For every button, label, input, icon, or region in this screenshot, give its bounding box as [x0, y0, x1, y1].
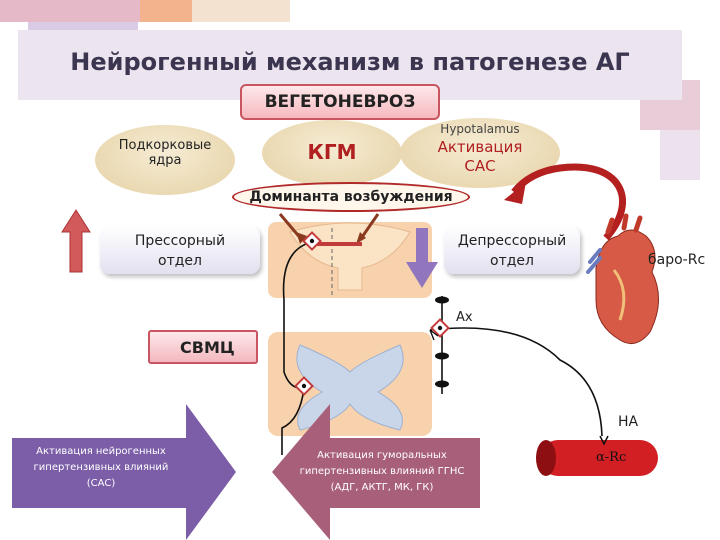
- spinal-butterfly: [296, 344, 404, 431]
- up-arrow: [61, 209, 91, 273]
- corner-decoration: [660, 130, 700, 180]
- subcortical-label: Подкорковые ядра: [118, 138, 212, 168]
- depressor-box: Депрессорный отдел: [444, 226, 580, 274]
- humoral-arrow-shape: [272, 404, 480, 540]
- hypothalamus-title: Hypotalamus: [440, 122, 520, 136]
- kgm-label: КГМ: [307, 140, 357, 164]
- ganglion-node: [435, 296, 449, 388]
- vegetonevroz-box: ВЕГЕТОНЕВРОЗ: [240, 84, 440, 120]
- neurogenic-arrow-label: Активация нейрогенных гипертензивных вли…: [33, 446, 169, 489]
- parasympathetic-neuron: [429, 327, 603, 437]
- ax-label: Ах: [456, 310, 473, 325]
- blood-vessel: [536, 435, 658, 476]
- corner-decoration: [192, 0, 290, 22]
- svmc-box: СВМЦ: [148, 330, 258, 364]
- baro-rc-label: баро-Rc: [648, 252, 706, 268]
- alpha-rc-label: α-Rc: [596, 450, 627, 465]
- na-label: НА: [618, 414, 639, 430]
- pressor-box: Прессорный отдел: [100, 226, 260, 274]
- page-title: Нейрогенный механизм в патогенезе АГ: [70, 48, 630, 76]
- cloud-kgm: [262, 120, 402, 186]
- hypothalamus-text: Активация САС: [437, 138, 523, 175]
- cloud-subcortical: [95, 125, 235, 195]
- down-arrow: [406, 228, 438, 288]
- neurogenic-arrow-shape: [12, 404, 236, 540]
- feedback-arrow: [511, 163, 626, 241]
- heart-illustration: [586, 213, 660, 345]
- synapse-diamond: [294, 231, 450, 396]
- corner-decoration: [0, 0, 140, 22]
- humoral-arrow-label: Активация гуморальных гипертензивных вли…: [299, 450, 465, 493]
- dominanta-ellipse: Доминанта возбуждения: [232, 182, 470, 212]
- corner-decoration: [140, 0, 192, 22]
